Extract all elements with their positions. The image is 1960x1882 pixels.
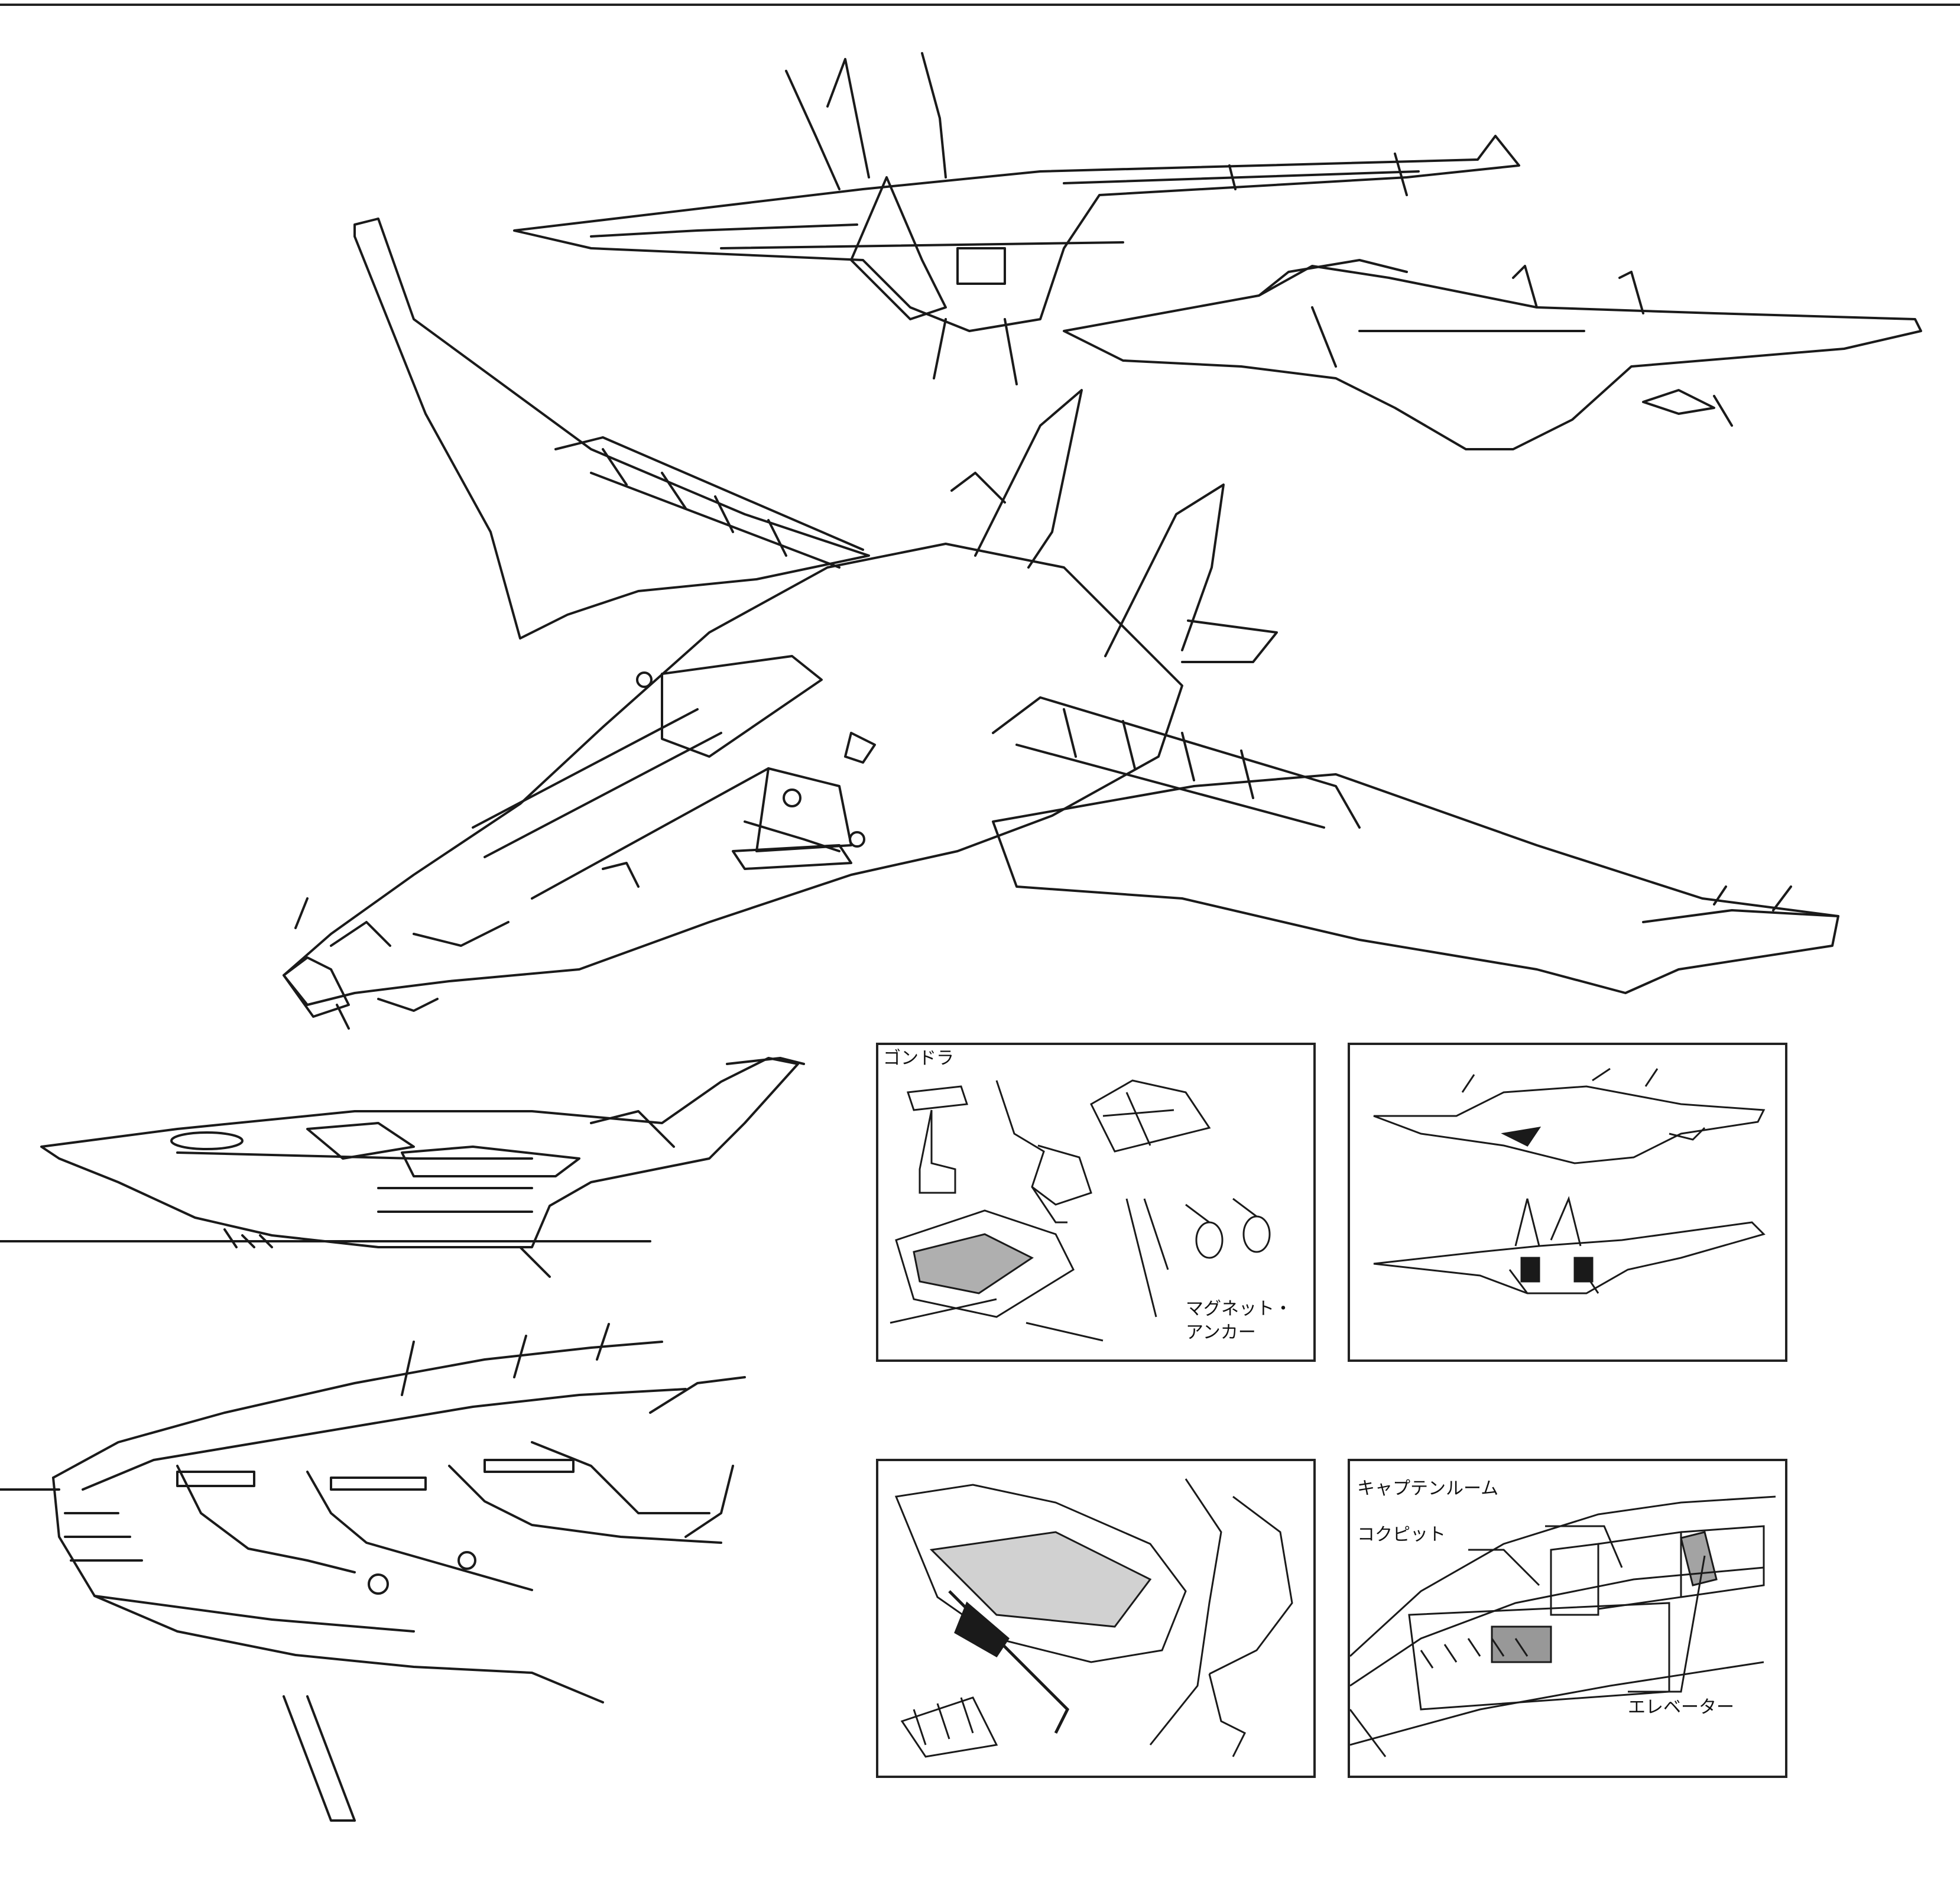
small-views-sketch (1373, 1067, 1766, 1294)
ship-plan-view (283, 218, 1839, 1030)
ship-nose-closeup (0, 1323, 746, 1822)
top-rule (0, 4, 1960, 6)
underside-detail-panel (876, 1459, 1316, 1778)
label-elevator: エレベーター (1628, 1697, 1734, 1718)
underside-sketch (894, 1478, 1293, 1758)
label-magnet-anchor-2: アンカー (1186, 1322, 1256, 1343)
label-magnet-anchor-1: マグネット・ (1186, 1299, 1292, 1319)
label-cockpit: コクピット (1357, 1524, 1446, 1545)
gondola-sketch (890, 1079, 1271, 1342)
ship-front-view (513, 52, 1520, 385)
label-captain-room: キャプテンルーム (1357, 1478, 1499, 1499)
ship-side-angle-view (1063, 259, 1922, 450)
ship-side-profile (0, 1057, 805, 1278)
cutaway-sketch (1350, 1495, 1776, 1757)
gondola-detail-panel: ゴンドラ マグネット・ アンカー (876, 1043, 1316, 1362)
cutaway-detail-panel: キャプテンルーム コクピット エレベーター (1348, 1459, 1787, 1778)
small-views-panel (1348, 1043, 1787, 1362)
label-gondola: ゴンドラ (883, 1048, 954, 1069)
